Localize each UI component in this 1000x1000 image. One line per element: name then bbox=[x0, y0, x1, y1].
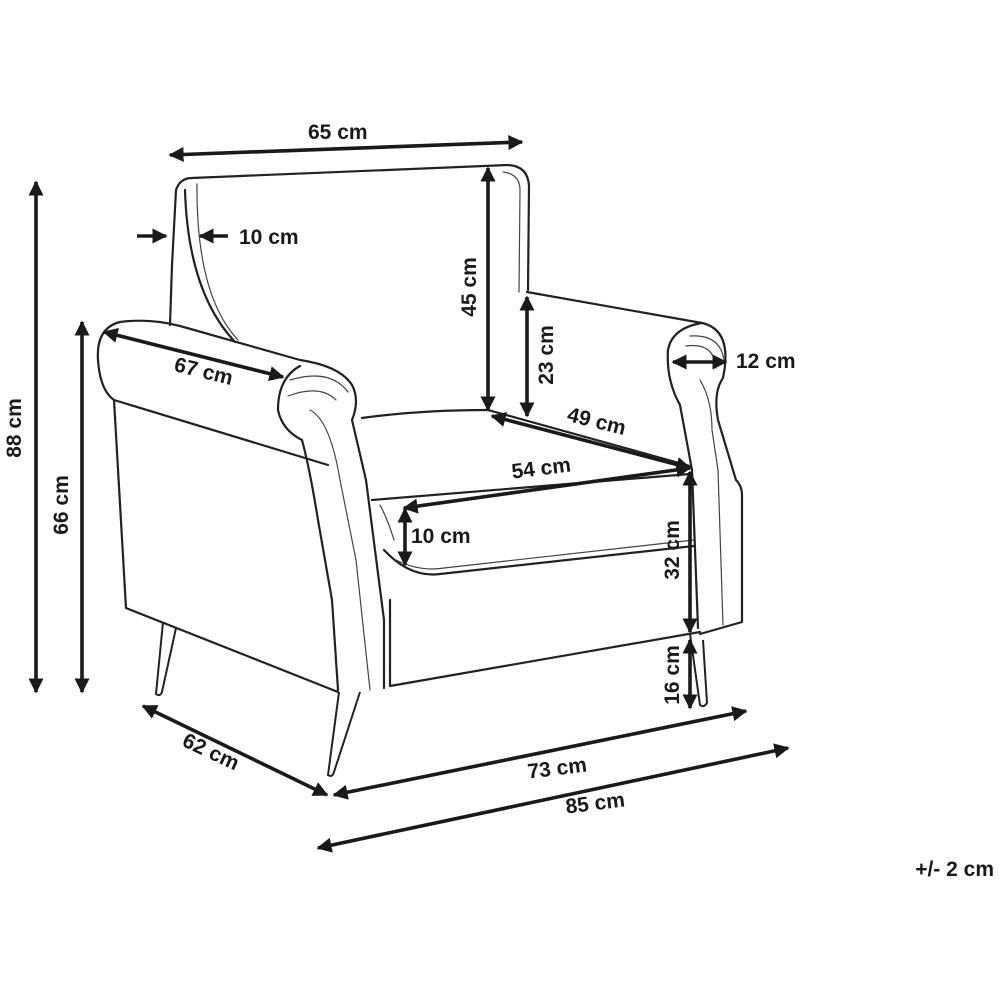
backrest-left-side bbox=[168, 263, 174, 327]
right-armrest bbox=[525, 290, 744, 636]
label-total-height: 88 cm bbox=[3, 398, 26, 458]
label-seat-width: 54 cm bbox=[510, 454, 572, 484]
dim-arrow-seat-depth bbox=[490, 412, 692, 472]
armchair-outline bbox=[96, 163, 744, 777]
dim-arrow-depth bbox=[141, 704, 329, 797]
left-side-panel bbox=[112, 398, 340, 694]
front-right-leg bbox=[689, 633, 709, 708]
dim-arrow-backrest-width bbox=[168, 134, 524, 163]
label-cushion-height: 10 cm bbox=[411, 525, 471, 548]
label-backrest-above-arm: 23 cm bbox=[535, 325, 558, 385]
label-backrest-width: 65 cm bbox=[308, 121, 368, 144]
label-arm-depth: 67 cm bbox=[172, 353, 235, 390]
seat-cushion-front bbox=[382, 544, 696, 576]
seat-back-edge bbox=[360, 408, 692, 468]
dimension-labels: 65 cm 10 cm 88 cm 66 cm 67 cm 45 cm 23 c… bbox=[3, 121, 994, 881]
label-backrest-height: 45 cm bbox=[458, 257, 481, 317]
dimension-arrows bbox=[28, 134, 790, 853]
label-tolerance: +/- 2 cm bbox=[915, 858, 994, 881]
dim-arrow-seat-width bbox=[402, 462, 692, 514]
right-arm-scroll bbox=[666, 321, 704, 630]
label-seat-height: 32 cm bbox=[661, 520, 684, 580]
label-backrest-depth: 10 cm bbox=[239, 226, 299, 249]
label-depth: 62 cm bbox=[179, 729, 243, 775]
label-arm-width: 12 cm bbox=[736, 350, 796, 373]
dim-arrow-inner-width bbox=[332, 706, 748, 800]
left-armrest bbox=[118, 319, 386, 690]
dim-arrow-arm-depth bbox=[102, 327, 285, 382]
left-arm-scroll-inner bbox=[287, 375, 371, 691]
dim-arrow-total-width bbox=[316, 743, 790, 853]
label-leg-height: 16 cm bbox=[661, 645, 684, 705]
front-left-leg bbox=[326, 691, 361, 777]
back-left-leg bbox=[154, 621, 177, 697]
label-arm-height: 66 cm bbox=[50, 475, 73, 535]
left-arm-scroll bbox=[276, 364, 340, 692]
front-base bbox=[388, 598, 702, 688]
label-inner-width: 73 cm bbox=[526, 754, 588, 784]
